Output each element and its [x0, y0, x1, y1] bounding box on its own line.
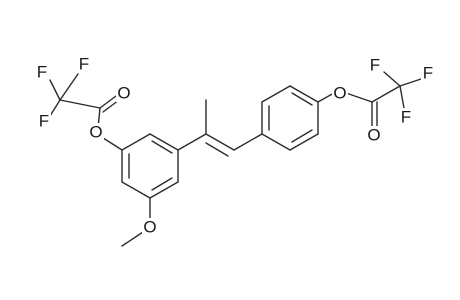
- ring2-bond-2: [261, 85, 291, 103]
- bond-cf3-f-left: [49, 99, 61, 117]
- atom-f-left-label: F: [39, 112, 49, 131]
- bond-alkene-cc-b: [205, 142, 229, 157]
- ring2-inner-double-3: [291, 129, 313, 143]
- atom-o-ester-left: O: [88, 123, 104, 142]
- atom-o-carbonyl-left-label: O: [117, 84, 130, 103]
- bond-alkene-ring2: [233, 133, 263, 151]
- ring1-inner-double-2: [151, 177, 173, 191]
- ring2-bond-6: [261, 133, 291, 151]
- bond-cf3-f-right: [399, 85, 405, 109]
- ring1-bond-4: [149, 181, 179, 199]
- bond-cf3-f-top-mid: [59, 73, 79, 101]
- ring2-bond-3: [289, 85, 319, 103]
- atom-f-right: F: [399, 108, 413, 127]
- bond-ring1-alkene: [177, 133, 207, 151]
- ring1-bond-5: [121, 181, 151, 199]
- atom-o-ester-left-label: O: [89, 123, 102, 142]
- bond-carbonyl-o-left-a: [99, 95, 117, 109]
- bond-ester-o-carbonyl-right: [345, 92, 373, 103]
- bond-carbonyl-cf3-right: [371, 85, 401, 103]
- atom-f-top-left: F: [35, 63, 49, 82]
- bond-alkene-cc-a: [205, 133, 235, 151]
- atom-f-top-mid-label: F: [79, 55, 89, 74]
- bonds: [49, 71, 425, 247]
- bond-methoxy-o-ch3: [121, 231, 144, 247]
- atom-f-top-right: F: [368, 56, 382, 75]
- atom-o-ester-right-label: O: [333, 84, 346, 103]
- atom-o-carbonyl-left: O: [116, 84, 132, 103]
- atom-f-top-right2-label: F: [423, 64, 433, 83]
- atom-f-top-mid: F: [77, 55, 91, 74]
- ring1-inner-double-1: [151, 140, 173, 154]
- ring1-bond-1: [121, 133, 151, 151]
- bond-ring2-ester-o: [317, 92, 335, 103]
- atom-o-carbonyl-right-label: O: [367, 126, 380, 145]
- atom-f-top-right2: F: [421, 64, 435, 83]
- bond-cf3-carbonyl-left: [59, 99, 101, 109]
- atom-labels: F F F O O O O O: [35, 55, 435, 237]
- ring1-bond-2: [149, 133, 179, 151]
- bond-cf3-f-top-right2: [399, 77, 425, 87]
- atom-f-top-right-label: F: [370, 56, 380, 75]
- atom-o-methoxy-label: O: [143, 218, 156, 237]
- atom-o-methoxy: O: [142, 218, 158, 237]
- atom-f-top-left-label: F: [37, 63, 47, 82]
- bond-cf3-f-top-right: [383, 71, 401, 87]
- atom-o-ester-right: O: [332, 84, 348, 103]
- atom-f-left: F: [37, 112, 51, 131]
- bond-cf3-f-top-left: [49, 79, 61, 101]
- atom-o-carbonyl-right: O: [366, 126, 382, 145]
- ring2-inner-double-2: [291, 92, 313, 106]
- ring2-bond-5: [289, 133, 319, 151]
- atom-f-right-label: F: [401, 108, 411, 127]
